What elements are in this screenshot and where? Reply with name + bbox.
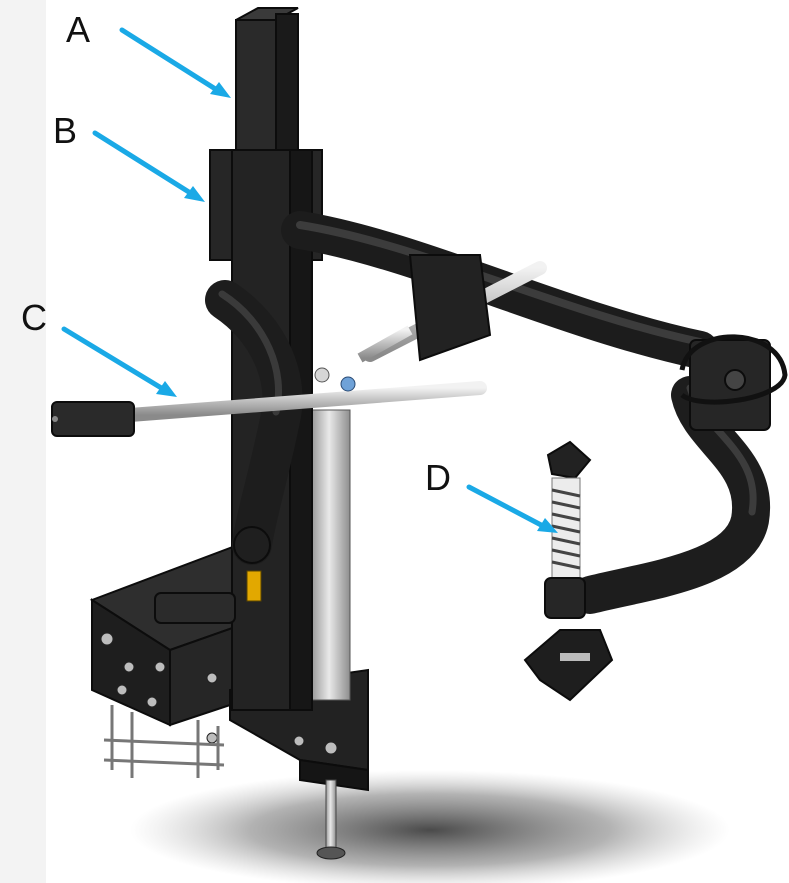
arrow-a [119,27,231,98]
callout-label-b: B [53,110,78,151]
callout-label-c: C [21,297,47,338]
warning-label [246,570,262,602]
side-cylinder [154,592,236,624]
horizontal-tool-rod [51,381,487,437]
left-margin-strip [0,0,46,883]
callout-label-d: D [425,457,451,498]
arm-control-box [408,254,492,362]
vertical-cylinder [311,409,351,701]
floor-shadow [130,770,730,883]
arrow-c [61,326,177,397]
callout-label-a: A [66,9,91,50]
arrow-b [92,130,205,202]
spring-mount [523,440,614,702]
leveling-foot [316,779,346,860]
arrow-d [466,484,558,533]
base-feet-frame [103,705,225,778]
tool-head-box [679,334,788,431]
base-bolts [100,632,350,755]
callout-arrows [61,27,558,533]
mount-fittings [314,325,413,392]
